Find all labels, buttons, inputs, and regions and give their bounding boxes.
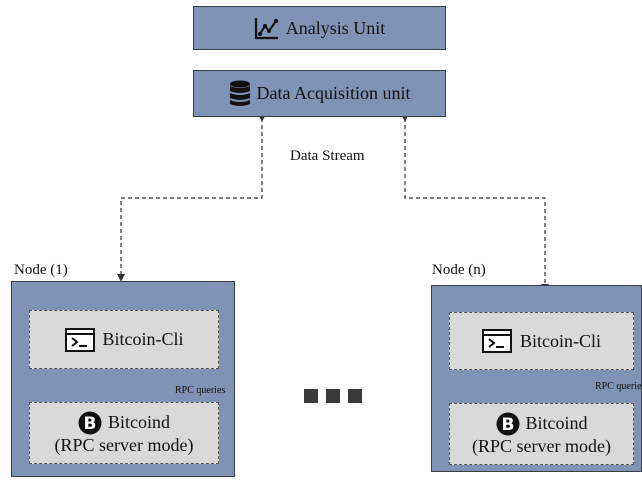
database-icon (229, 80, 250, 106)
analysis-unit-label: Analysis Unit (285, 17, 386, 38)
node-box: Bitcoin-Cli RPC queries B Bitcoind (RPC … (431, 285, 642, 472)
ellipsis-dot (326, 389, 340, 403)
ellipsis-dot (348, 389, 362, 403)
bitcoind-mode-label: (RPC server mode) (54, 434, 194, 455)
rpc-queries-label: RPC queries (595, 381, 642, 392)
line-chart-icon (254, 18, 278, 40)
bitcoin-icon: B (496, 412, 519, 435)
data-stream-link-node-1 (117, 114, 266, 282)
node-title: Node (n) (432, 262, 486, 278)
bitcoind-label: Bitcoind (108, 412, 170, 432)
bitcoin-cli-label: Bitcoin-Cli (102, 329, 184, 349)
bitcoind-box: B Bitcoind (RPC server mode) (29, 402, 219, 464)
bitcoin-icon: B (78, 411, 102, 434)
data-stream-link-node-n (401, 114, 549, 292)
bitcoin-cli-label: Bitcoin-Cli (520, 330, 601, 351)
bitcoin-cli-box: Bitcoin-Cli (29, 310, 219, 369)
node-title: Node (1) (14, 262, 68, 278)
bitcoind-label: Bitcoind (525, 413, 588, 433)
terminal-icon (64, 327, 95, 352)
data-stream-label: Data Stream (290, 148, 365, 164)
svg-text:B: B (84, 414, 97, 434)
rpc-queries-label: RPC queries (175, 385, 226, 396)
data-acquisition-unit-box: Data Acquisition unit (193, 70, 446, 117)
terminal-icon (482, 329, 512, 353)
bitcoind-box: B Bitcoind (RPC server mode) (449, 403, 634, 465)
bitcoin-cli-box: Bitcoin-Cli (449, 312, 634, 370)
svg-text:B: B (501, 415, 514, 435)
ellipsis-dot (304, 389, 318, 403)
bitcoind-mode-label: (RPC server mode) (472, 435, 611, 456)
data-acquisition-unit-label: Data Acquisition unit (256, 83, 411, 103)
node-box: Bitcoin-Cli RPC queries B Bitcoind (RPC … (11, 281, 235, 477)
analysis-unit-box: Analysis Unit (193, 6, 446, 50)
